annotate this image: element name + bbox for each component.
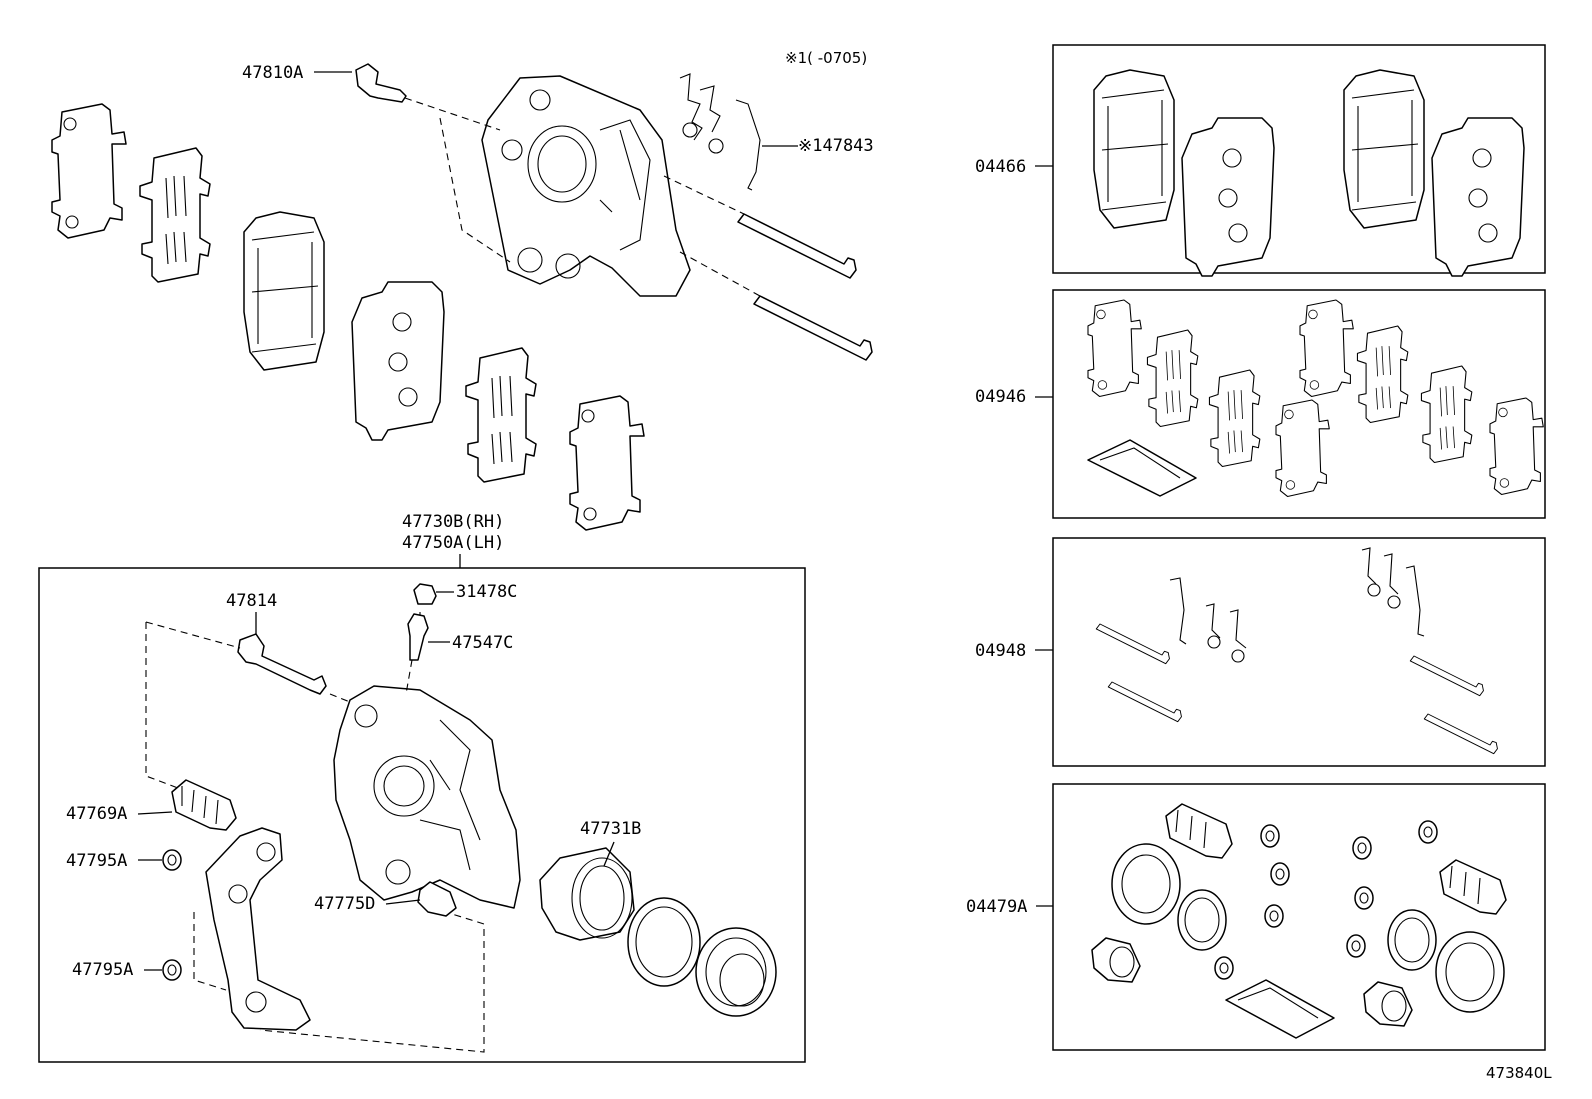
kit-04946-shim-2: [1146, 329, 1199, 428]
pad-shim-inner: [465, 347, 537, 483]
label-47769a: 47769A: [66, 804, 127, 824]
kit-04479a: 04479A: [966, 783, 1546, 1051]
kit-04948-pin-4: [1423, 713, 1498, 755]
kit-04948-pin-1: [1095, 623, 1170, 665]
piston: [539, 847, 635, 941]
kit-04948: 04948: [975, 537, 1546, 767]
kit-04479a-boot-2: [1439, 859, 1507, 915]
callout-bleeder-plug: 47547C: [428, 633, 513, 653]
kit-04466: 04466: [975, 44, 1546, 277]
callout-piston: 47731B: [580, 819, 641, 867]
kit-04466-frame: [1052, 44, 1546, 274]
callout-bleeder-cap: 31478C: [436, 582, 517, 602]
label-47730b-rh: 47730B(RH): [402, 512, 504, 532]
grease-packet-2: [1225, 979, 1335, 1039]
callout-bolt-top: 47810A: [242, 63, 352, 83]
kit-04946-frame: [1052, 289, 1546, 519]
label-47547c: 47547C: [452, 633, 513, 653]
kit-04946-code: 04946: [975, 387, 1026, 407]
label-47795a-2: 47795A: [72, 960, 133, 980]
kit-04479a-nut-6: [1418, 820, 1438, 844]
kit-04946-shim-5: [1299, 299, 1354, 398]
caliper-mounting-bracket: [481, 75, 691, 297]
kit-04948-pin-2: [1107, 681, 1182, 723]
kit-04479a-nut-8: [1346, 934, 1366, 958]
kit-04479a-frame: [1052, 783, 1546, 1051]
kit-04946-shim-8: [1489, 397, 1544, 496]
piston-seal: [627, 897, 701, 987]
kit-04479a-nut-4: [1214, 956, 1234, 980]
kit-04479a-seal-ring-1: [1177, 889, 1227, 951]
caliper-callout-header: 47730B(RH) 47750A(LH): [402, 512, 504, 568]
kit-04466-plate-2: [1431, 117, 1525, 277]
kit-04479a-seal-large-1: [1111, 843, 1181, 925]
kit-04946-shim-6: [1356, 325, 1409, 424]
brake-pad-inner: [351, 281, 445, 441]
kit-04466-plate-1: [1181, 117, 1275, 277]
label-47814: 47814: [226, 591, 277, 611]
kit-04479a-seal-large-2: [1435, 931, 1505, 1013]
guide-pin-upper: [737, 213, 857, 279]
kit-04948-frame: [1052, 537, 1546, 767]
label-47731b: 47731B: [580, 819, 641, 839]
label-47795a-1: 47795A: [66, 851, 127, 871]
kit-04946-shim-7: [1420, 365, 1473, 464]
kit-04479a-seal-ring-2: [1387, 909, 1437, 971]
kit-04479a-nut-7: [1354, 886, 1374, 910]
kit-04948-code: 04948: [975, 641, 1026, 661]
label-47810a: 47810A: [242, 63, 303, 83]
grease-packet-1: [1087, 439, 1197, 497]
kit-04479a-boot-1: [1165, 803, 1233, 859]
caliper-body: [333, 685, 521, 909]
kit-04479a-cup-2: [1363, 981, 1413, 1027]
brake-pad-outer: [243, 211, 325, 371]
bleeder-plug: [407, 613, 429, 661]
boot-a: [171, 779, 237, 831]
callout-spring-clips: ※147843: [762, 136, 874, 156]
slide-pin: [237, 633, 327, 695]
kit-04946-shim-1: [1087, 299, 1142, 398]
kit-04479a-nut-3: [1264, 904, 1284, 928]
kit-04948-clips-1: [1169, 577, 1247, 663]
kit-04946: 04946: [975, 289, 1546, 519]
kit-04948-pin-3: [1409, 655, 1484, 697]
label-47775d: 47775D: [314, 894, 375, 914]
anti-squeal-shim-outer: [51, 103, 127, 239]
label-47750a-lh: 47750A(LH): [402, 533, 504, 553]
kit-04479a-nut-1: [1260, 824, 1280, 848]
kit-04466-pad-2: [1343, 69, 1425, 229]
kit-04479a-nut-2: [1270, 862, 1290, 886]
guide-pin-lower: [753, 295, 873, 361]
kit-04466-code: 04466: [975, 157, 1026, 177]
callout-boot-a: 47769A: [66, 804, 173, 824]
bleeder-cap: [413, 583, 437, 605]
bushing-2: [162, 959, 182, 981]
figure-code: 473840L: [1486, 1064, 1552, 1082]
callout-bushing-2: 47795A: [72, 960, 162, 980]
top-bolt: [355, 63, 407, 103]
callout-bushing-1: 47795A: [66, 851, 162, 871]
caliper-bracket-lower: [205, 827, 311, 1031]
dust-boot: [695, 927, 777, 1017]
caliper-assembly-frame: [38, 567, 806, 1063]
anti-squeal-shim-inner: [569, 395, 645, 531]
bushing-1: [162, 849, 182, 871]
pad-shim-outer: [139, 147, 211, 283]
kit-04946-shim-3: [1208, 369, 1261, 468]
label-47843: ※147843: [798, 136, 874, 156]
spring-clips: [679, 73, 761, 191]
kit-04948-clips-2: [1361, 547, 1425, 637]
note-top: ※1( -0705): [785, 49, 867, 67]
boot-d: [417, 881, 457, 917]
callout-slide-pin: 47814: [226, 591, 277, 634]
kit-04479a-code: 04479A: [966, 897, 1027, 917]
kit-04946-shim-4: [1275, 399, 1330, 498]
callout-boot-d: 47775D: [314, 894, 421, 914]
label-31478c: 31478C: [456, 582, 517, 602]
kit-04479a-cup-1: [1091, 937, 1141, 983]
kit-04466-pad-1: [1093, 69, 1175, 229]
kit-04479a-nut-5: [1352, 836, 1372, 860]
